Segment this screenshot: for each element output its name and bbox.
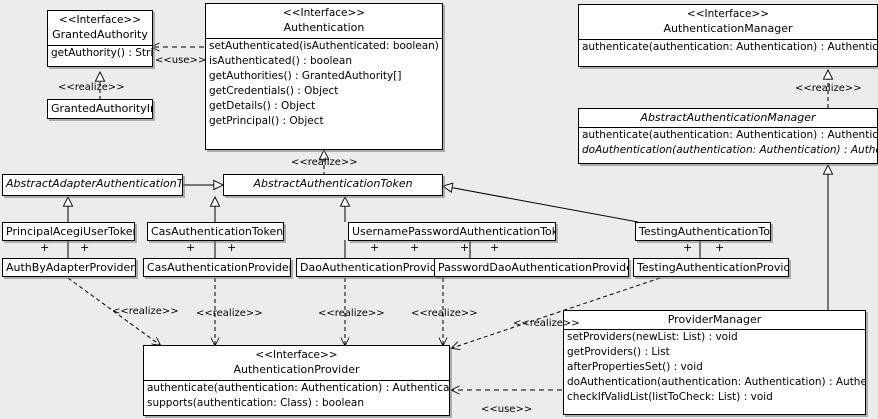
stereotype-label: <<Interface>> (255, 349, 338, 361)
operation: getProviders() : List (567, 346, 670, 358)
operation: setProviders(newList: List) : void (567, 331, 738, 343)
operation: getCredentials() : Object (209, 85, 339, 97)
operations-compartment: authenticate(authentication: Authenticat… (579, 127, 877, 158)
operation: getDetails() : Object (209, 100, 316, 112)
multiplicity-plus: + (40, 241, 50, 254)
multiplicity-plus: + (460, 241, 470, 254)
operations-compartment: authenticate(authentication: Authenticat… (144, 380, 449, 411)
class-abstract-adapter-authentication-token[interactable]: AbstractAdapterAuthenticationToken (2, 174, 183, 196)
class-cas-authentication-token[interactable]: CasAuthenticationToken (147, 222, 284, 241)
multiplicity-plus: + (227, 241, 237, 254)
multiplicity-plus: + (490, 241, 500, 254)
class-authentication[interactable]: <<Interface>> Authentication setAuthenti… (205, 3, 443, 150)
multiplicity-plus: + (80, 241, 90, 254)
operations-compartment: getAuthority() : String (48, 45, 152, 61)
stereotype-label: <<Interface>> (58, 14, 142, 26)
class-name: AbstractAdapterAuthenticationToken (6, 177, 183, 190)
class-username-password-authentication-token[interactable]: UsernamePasswordAuthenticationToken (348, 222, 556, 241)
multiplicity-plus: + (715, 241, 725, 254)
class-name: TestingAuthenticationProvider (637, 261, 789, 274)
class-header: <<Interface>> AuthenticationProvider (144, 346, 449, 380)
multiplicity-plus: + (410, 241, 420, 254)
relationship-label-realize-provider-1: <<realize>> (112, 306, 179, 317)
relationship-label-use-bottom: <<use>> (481, 404, 533, 415)
class-name: Authentication (283, 21, 365, 34)
operation: getAuthority() : String (51, 47, 153, 59)
operation: getAuthorities() : GrantedAuthority[] (209, 70, 402, 82)
operation: getPrincipal() : Object (209, 115, 324, 127)
class-name: AuthenticationManager (663, 22, 793, 35)
operations-compartment: setProviders(newList: List) : void getPr… (564, 329, 865, 405)
class-name: CasAuthenticationToken (151, 225, 284, 238)
class-authentication-provider[interactable]: <<Interface>> AuthenticationProvider aut… (143, 345, 450, 416)
class-dao-authentication-provider[interactable]: DaoAuthenticationProvider (296, 258, 443, 277)
class-granted-authority-impl[interactable]: GrantedAuthorityImpl (47, 99, 153, 119)
operation: supports(authentication: Class) : boolea… (147, 397, 364, 409)
relationship-label-realize-provider-4: <<realize>> (411, 308, 478, 319)
operation: afterPropertiesSet() : void (567, 361, 703, 373)
class-provider-manager[interactable]: ProviderManager setProviders(newList: Li… (563, 310, 866, 415)
class-name: AuthenticationProvider (233, 363, 360, 376)
class-header: <<Interface>> AuthenticationManager (579, 5, 877, 39)
stereotype-label: <<Interface>> (686, 8, 770, 20)
relationship-label-realize-provider-5: <<realize>> (513, 318, 580, 329)
class-header: <<Interface>> GrantedAuthority (48, 11, 152, 45)
relationship-label-realize-granted-authority: <<realize>> (58, 82, 125, 93)
class-name: UsernamePasswordAuthenticationToken (352, 225, 556, 238)
class-testing-authentication-token[interactable]: TestingAuthenticationToken (635, 222, 771, 241)
operation: authenticate(authentication: Authenticat… (147, 382, 450, 394)
class-name: AuthByAdapterProvider (6, 261, 135, 274)
operations-compartment: authenticate(authentication: Authenticat… (579, 39, 877, 55)
class-name: PrincipalAcegiUserToken (6, 225, 135, 238)
multiplicity-plus: + (186, 241, 196, 254)
class-granted-authority[interactable]: <<Interface>> GrantedAuthority getAuthor… (47, 10, 153, 67)
relationship-label-realize-provider-3: <<realize>> (318, 308, 385, 319)
operation: isAuthenticated() : boolean (209, 55, 352, 67)
class-cas-authentication-provider[interactable]: CasAuthenticationProvider (143, 258, 291, 277)
operations-compartment: setAuthenticated(isAuthenticated: boolea… (206, 38, 442, 129)
class-abstract-authentication-manager[interactable]: AbstractAuthenticationManager authentica… (578, 108, 878, 164)
relationship-label-realize-authentication: <<realize>> (291, 157, 358, 168)
class-name: AbstractAuthenticationManager (640, 111, 816, 124)
class-authentication-manager[interactable]: <<Interface>> AuthenticationManager auth… (578, 4, 878, 67)
class-name: AbstractAuthenticationToken (253, 177, 413, 190)
relationship-label-realize-authentication-manager: <<realize>> (795, 83, 862, 94)
operation: authenticate(authentication: Authenticat… (582, 129, 878, 141)
stereotype-label: <<Interface>> (282, 7, 366, 19)
class-name: GrantedAuthority (52, 28, 148, 41)
class-name: GrantedAuthorityImpl (51, 102, 152, 115)
relationship-label-use-top: <<use>> (155, 55, 207, 66)
operation: setAuthenticated(isAuthenticated: boolea… (209, 40, 442, 52)
class-name: CasAuthenticationProvider (147, 261, 291, 274)
operation: doAuthentication(authentication: Authent… (567, 376, 866, 388)
class-testing-authentication-provider[interactable]: TestingAuthenticationProvider (633, 258, 789, 277)
class-name: DaoAuthenticationProvider (300, 261, 443, 274)
operation: authenticate(authentication: Authenticat… (582, 41, 878, 53)
multiplicity-plus: + (683, 241, 693, 254)
class-auth-by-adapter-provider[interactable]: AuthByAdapterProvider (2, 258, 136, 277)
class-password-dao-authentication-provider[interactable]: PasswordDaoAuthenticationProvider (434, 258, 629, 277)
operation: checkIfValidList(listToCheck: List) : vo… (567, 391, 773, 403)
operation-abstract: doAuthentication(authentication: Authent… (582, 144, 877, 156)
class-name: ProviderManager (667, 313, 762, 326)
class-abstract-authentication-token[interactable]: AbstractAuthenticationToken (223, 174, 443, 196)
relationship-label-realize-provider-2: <<realize>> (196, 308, 263, 319)
class-name: TestingAuthenticationToken (639, 225, 771, 238)
class-principal-acegi-user-token[interactable]: PrincipalAcegiUserToken (2, 222, 135, 241)
multiplicity-plus: + (370, 241, 380, 254)
class-header: <<Interface>> Authentication (206, 4, 442, 38)
class-name: PasswordDaoAuthenticationProvider (438, 261, 629, 274)
